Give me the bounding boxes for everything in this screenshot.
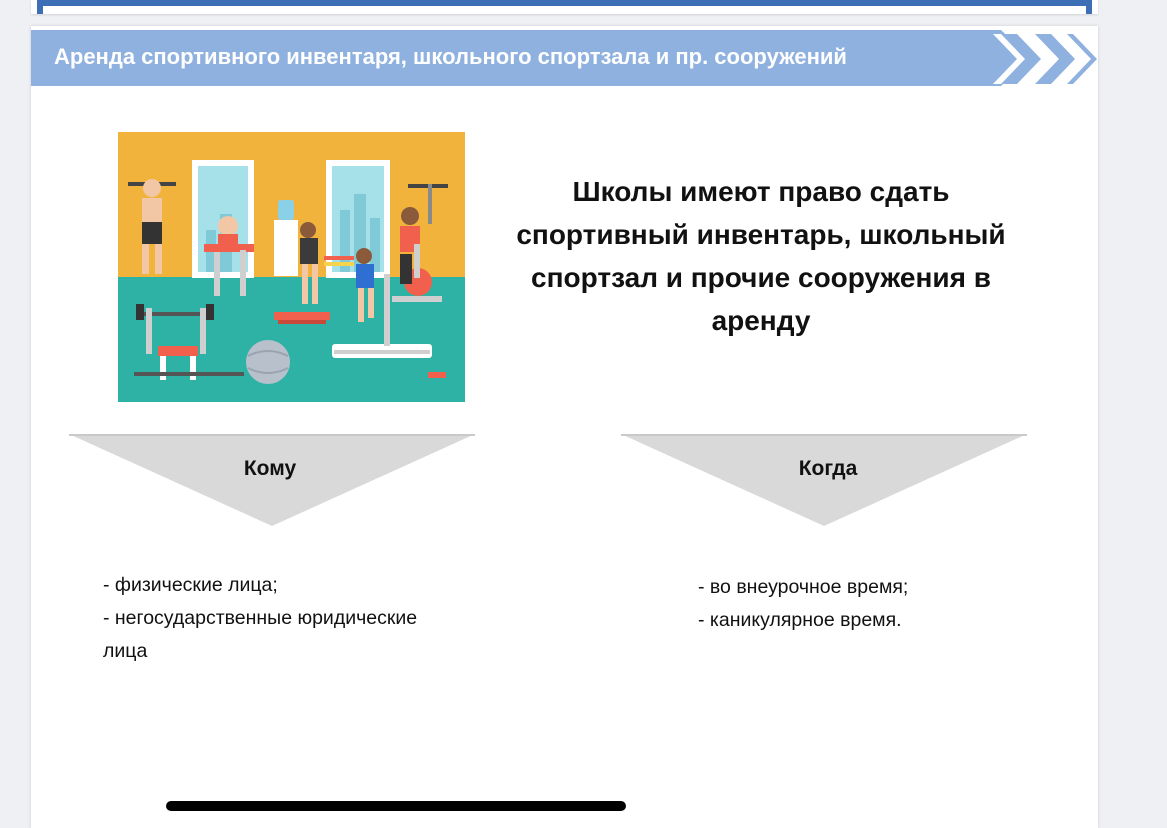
previous-slide-edge [31,0,1098,14]
gym-illustration [118,132,465,402]
right-list: - во внеурочное время; - каникулярное вр… [698,571,1098,637]
home-indicator[interactable] [166,801,626,811]
lead-line: Школы имеют право сдать [572,176,950,207]
list-item: лица [103,640,148,662]
lead-statement: Школы имеют право сдать спортивный инвен… [486,170,1036,342]
slide-title: Аренда спортивного инвентаря, школьного … [54,44,847,69]
list-item: - физические лица; [103,574,278,596]
lead-line: спортзал и прочие сооружения в [531,262,991,293]
header-band [31,30,1031,86]
left-list: - физические лица; - негосударственные ю… [103,569,503,668]
left-heading: Кому [243,457,297,480]
previous-slide-right-pin [1086,0,1092,14]
right-heading: Когда [798,457,858,480]
list-item: - во внеурочное время; [698,576,909,598]
left-triangle-shape [69,434,475,526]
previous-slide-left-pin [37,0,43,14]
list-item: - каникулярное время. [698,609,902,631]
lead-line: спортивный инвентарь, школьный [516,219,1006,250]
lead-line: аренду [711,305,811,336]
previous-slide-top-bar [37,0,1092,6]
chevron-right-icon [993,34,1097,84]
right-triangle-shape [621,434,1027,526]
list-item: - негосударственные юридические [103,607,418,629]
slide: Аренда спортивного инвентаря, школьного … [31,26,1098,828]
